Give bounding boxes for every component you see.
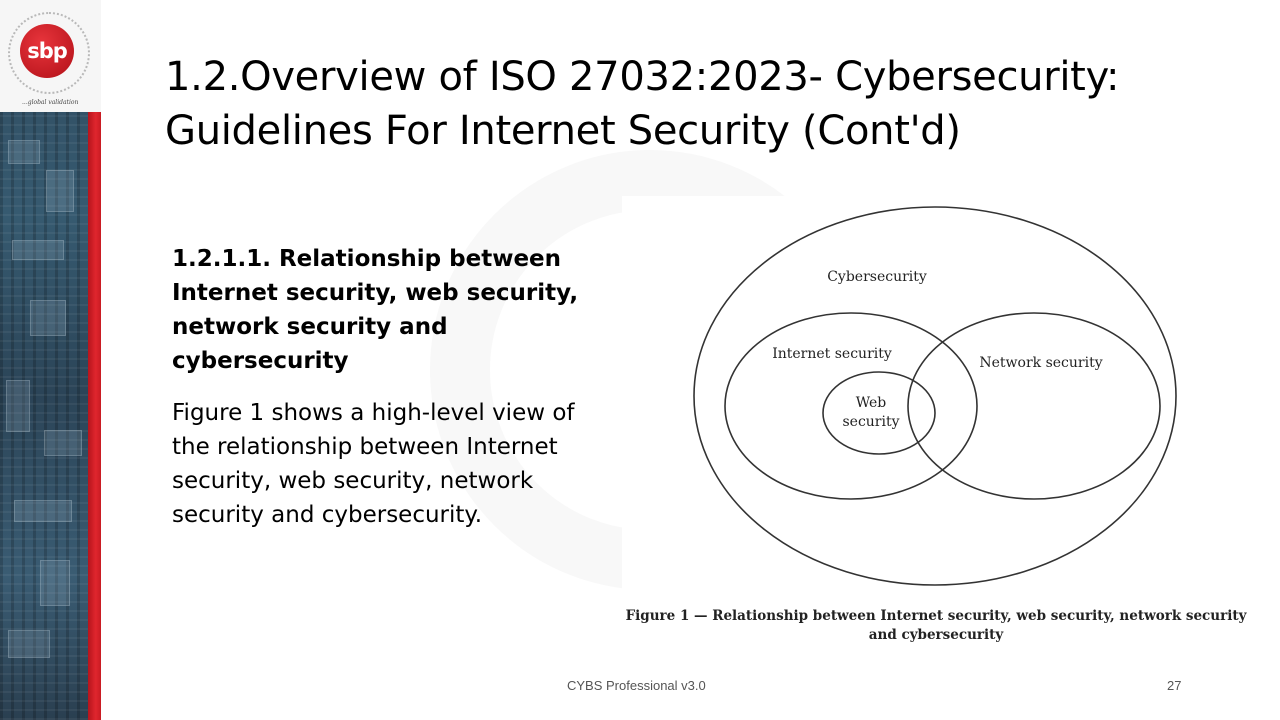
- label-cybersecurity: Cybersecurity: [827, 269, 927, 285]
- logo-tagline: ...global validation: [22, 99, 79, 106]
- logo-ring: [8, 12, 90, 94]
- cybersecurity-ellipse: [693, 206, 1177, 586]
- label-internet-security: Internet security: [772, 346, 892, 362]
- figure-caption: Figure 1 — Relationship between Internet…: [625, 608, 1247, 643]
- venn-figure: Cybersecurity Internet security Network …: [622, 196, 1272, 656]
- label-web-security-line2: security: [842, 414, 899, 430]
- footer-course-name: CYBS Professional v3.0: [567, 678, 706, 693]
- slide-title: 1.2.Overview of ISO 27032:2023- Cybersec…: [165, 54, 1120, 154]
- internet-security-ellipse: [724, 312, 978, 500]
- venn-diagram: Cybersecurity Internet security Network …: [693, 206, 1177, 586]
- label-web-security-line1: Web: [856, 395, 887, 411]
- section-subheading: 1.2.1.1. Relationship between Internet s…: [172, 246, 579, 374]
- label-network-security: Network security: [979, 355, 1102, 371]
- red-accent-stripe: [88, 0, 101, 720]
- logo-mark: sbp: [20, 24, 74, 78]
- body-paragraph: Figure 1 shows a high-level view of the …: [172, 400, 575, 528]
- decorative-side-band: [0, 0, 88, 720]
- network-security-ellipse: [907, 312, 1161, 500]
- footer-page-number: 27: [1167, 678, 1182, 693]
- company-logo: sbp ...global validation: [0, 0, 101, 112]
- web-security-ellipse: [822, 371, 936, 455]
